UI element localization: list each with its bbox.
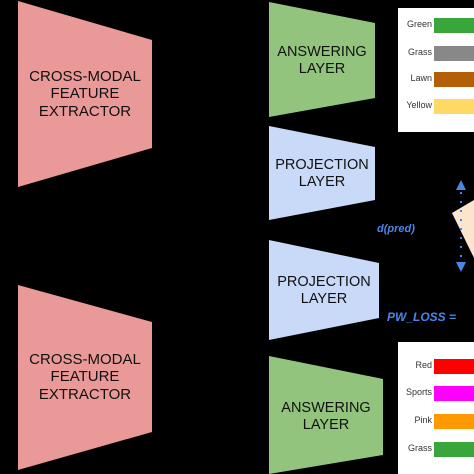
loss-triangle [452, 200, 474, 258]
legend-swatch [434, 414, 474, 429]
projection-top-shape [269, 126, 375, 220]
answering-bottom-shape [269, 356, 383, 474]
legend-bottom: Red Sports Pink Grass [398, 342, 474, 474]
arrow-head-down [456, 262, 466, 272]
legend-top-item: Lawn [398, 70, 474, 90]
extractor-top-label: CROSS-MODAL FEATURE EXTRACTOR [29, 68, 141, 120]
legend-top-item: Green [398, 16, 474, 36]
projection-top-label: PROJECTION LAYER [275, 156, 369, 190]
legend-label: Green [406, 19, 432, 29]
extractor-bottom-label: CROSS-MODAL FEATURE EXTRACTOR [29, 351, 141, 403]
legend-swatch [434, 72, 474, 87]
legend-bottom-item: Red [398, 357, 474, 377]
answering-bottom-label: ANSWERING LAYER [281, 400, 371, 433]
arrow-head-up [456, 180, 466, 190]
legend-top: Green Grass Lawn Yellow [398, 8, 474, 132]
pw-loss-label: PW_LOSS = [387, 310, 457, 324]
extractor-bottom-shape [18, 285, 152, 470]
legend-bottom-item: Grass [398, 440, 474, 460]
projection-bottom-shape [269, 240, 379, 340]
legend-bottom-item: Sports [398, 384, 474, 404]
legend-swatch [434, 18, 474, 33]
legend-top-item: Grass [398, 44, 474, 64]
dotted-arrow [456, 180, 466, 272]
legend-label: Lawn [410, 73, 432, 83]
projection-bottom-label: PROJECTION LAYER [277, 273, 371, 307]
extractor-top-shape [18, 1, 152, 187]
legend-label: Sports [405, 387, 432, 397]
legend-swatch [434, 46, 474, 61]
legend-label: Red [415, 360, 432, 370]
d-pred-label: d(pred) [377, 223, 415, 235]
legend-swatch [434, 442, 474, 457]
legend-bottom-item: Pink [398, 412, 474, 432]
legend-swatch [434, 359, 474, 374]
answering-top-shape [269, 2, 375, 117]
answering-top-label: ANSWERING LAYER [277, 43, 367, 77]
legend-top-item: Yellow [398, 97, 474, 117]
legend-swatch [434, 99, 474, 114]
legend-label: Grass [407, 47, 432, 57]
legend-label: Yellow [406, 100, 432, 110]
legend-label: Grass [407, 443, 432, 453]
legend-label: Pink [414, 415, 432, 425]
legend-swatch [434, 386, 474, 401]
